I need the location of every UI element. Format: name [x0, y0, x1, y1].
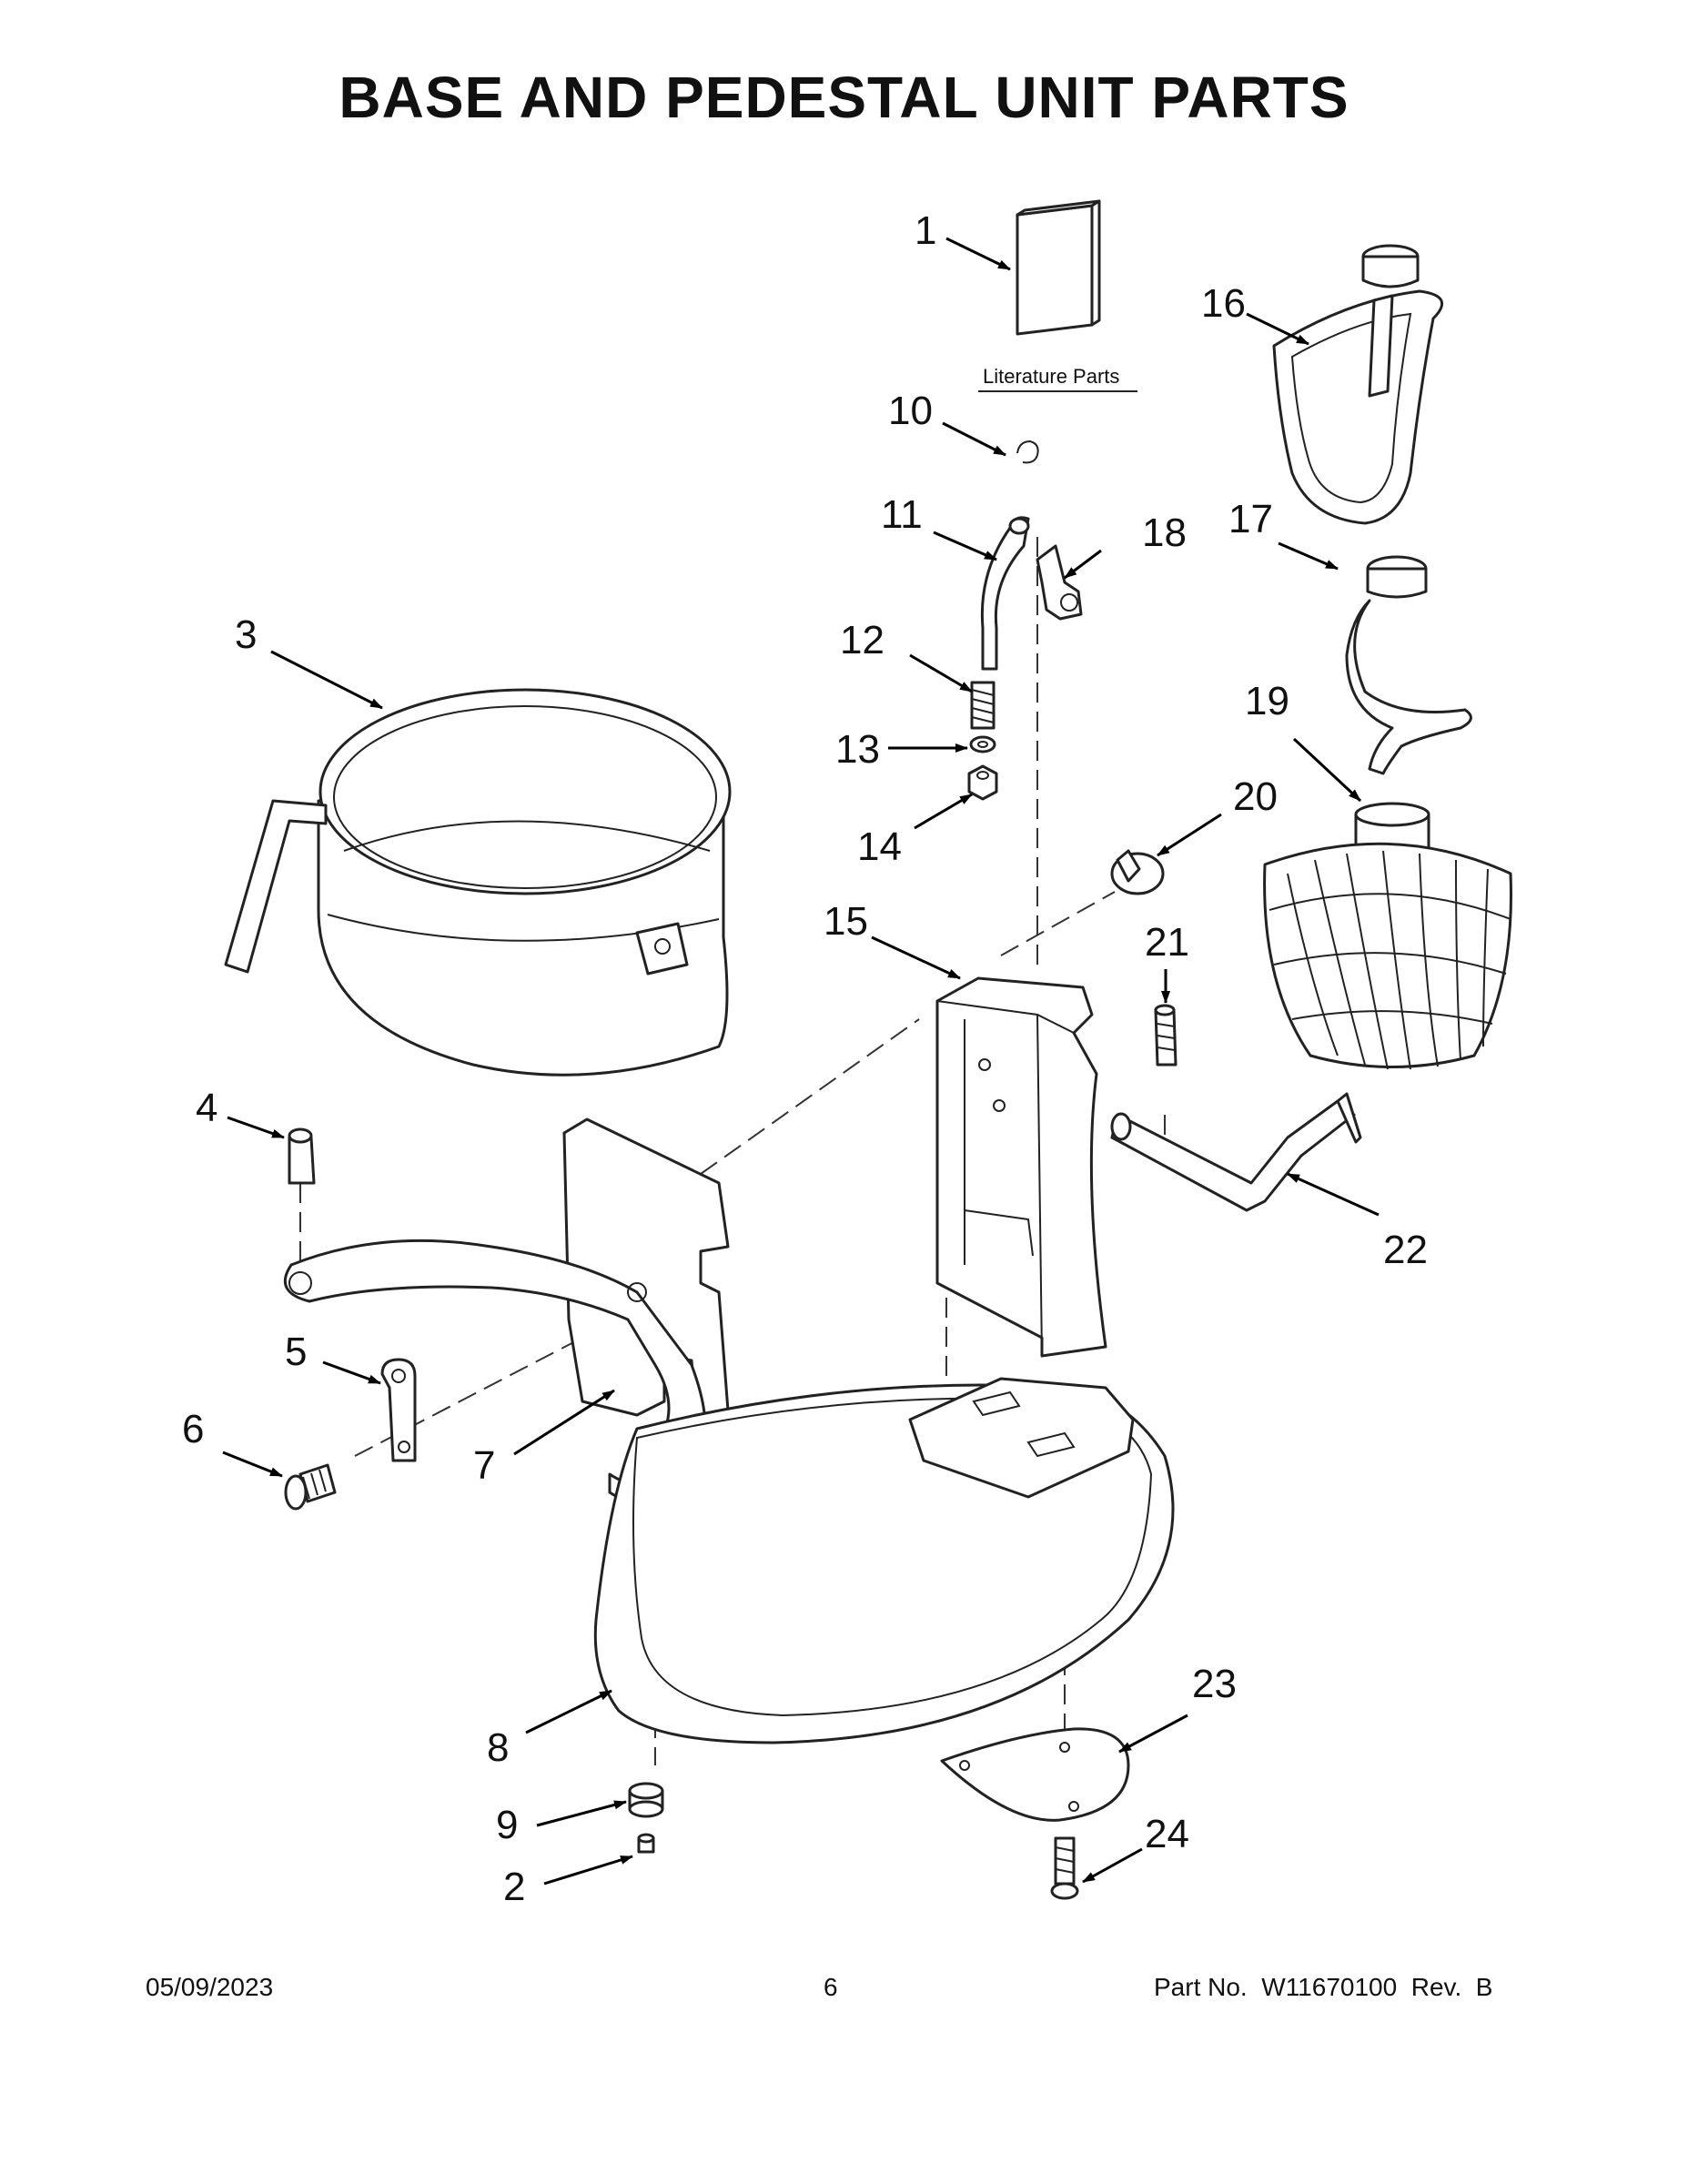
callout-5: 5 — [285, 1330, 307, 1374]
flat-washer — [969, 735, 996, 753]
callout-1: 1 — [915, 208, 936, 253]
mixer-base — [593, 1377, 1175, 1744]
callout-23: 23 — [1192, 1662, 1237, 1706]
callout-15: 15 — [824, 899, 868, 944]
callout-9: 9 — [496, 1803, 518, 1847]
speed-control-knob — [1110, 849, 1165, 895]
lift-rod — [980, 516, 1030, 671]
footer-date: 05/09/2023 — [146, 1973, 274, 2001]
callout-12: 12 — [840, 618, 884, 662]
hex-nut — [967, 764, 998, 801]
callout-19: 19 — [1245, 679, 1289, 723]
footer-part-number: Part No. W11670100 Rev. B — [1154, 1973, 1493, 2001]
callout-22: 22 — [1383, 1228, 1428, 1272]
callout-18: 18 — [1142, 511, 1187, 555]
callout-21: 21 — [1145, 920, 1189, 965]
callout-arrows — [222, 237, 1380, 1886]
callout-8: 8 — [487, 1725, 509, 1770]
callout-13: 13 — [835, 727, 880, 772]
bowl-lift-crank — [1110, 1092, 1362, 1212]
literature-parts-label: Literature Parts — [983, 365, 1119, 388]
flat-beater — [1272, 244, 1444, 525]
callout-labels: 1 2 3 4 5 6 7 8 9 10 11 12 13 14 15 16 1… — [182, 208, 1428, 1909]
set-screw — [1154, 1004, 1178, 1067]
callout-17: 17 — [1228, 497, 1273, 541]
compression-spring — [970, 681, 996, 730]
flat-head-screw — [284, 1463, 337, 1511]
pedestal-column — [935, 976, 1107, 1358]
callout-20: 20 — [1233, 774, 1278, 819]
bowl-clamp-bracket — [380, 1358, 417, 1462]
page-title: BASE AND PEDESTAL UNIT PARTS — [339, 65, 1349, 130]
bowl-lift-lever — [1036, 544, 1083, 621]
base-bolt — [1050, 1836, 1079, 1900]
callout-14: 14 — [857, 824, 902, 869]
dough-hook — [1345, 555, 1472, 775]
callout-2: 2 — [503, 1865, 525, 1909]
callout-3: 3 — [235, 612, 257, 657]
callout-4: 4 — [196, 1086, 217, 1130]
literature-parts-booklet: Literature Parts — [978, 199, 1137, 392]
mixing-bowl — [224, 688, 732, 1077]
rubber-foot — [628, 1782, 664, 1818]
callout-6: 6 — [182, 1407, 204, 1451]
callout-16: 16 — [1201, 281, 1246, 326]
foot-pad — [637, 1833, 655, 1854]
mesh-bottom-pad — [940, 1727, 1130, 1822]
callout-11: 11 — [881, 492, 923, 537]
locating-pin — [288, 1127, 316, 1185]
wire-whip — [1263, 802, 1512, 1070]
callout-10: 10 — [888, 389, 933, 433]
callout-7: 7 — [473, 1443, 495, 1488]
footer-page-number: 6 — [824, 1973, 838, 2001]
retaining-clip — [1016, 440, 1039, 464]
callout-24: 24 — [1145, 1812, 1189, 1856]
